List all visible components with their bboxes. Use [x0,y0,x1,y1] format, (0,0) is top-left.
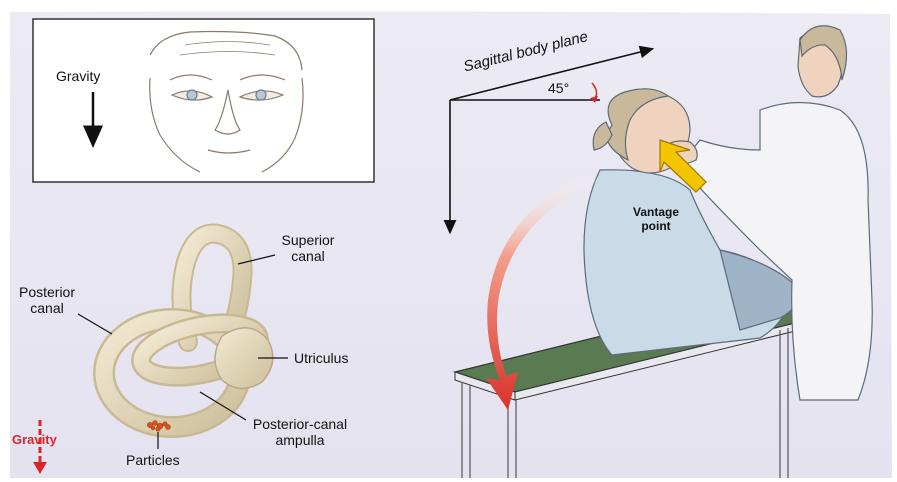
posterior-canal-label-line2: canal [14,300,80,316]
face-panel [33,19,374,182]
vantage-label-line2: point [624,219,688,233]
superior-canal-label: Superior canal [276,232,340,264]
superior-canal-label-line1: Superior [276,232,340,248]
posterior-canal-label-line1: Posterior [14,284,80,300]
posterior-canal-label: Posterior canal [14,284,80,316]
ampulla-label-line2: ampulla [240,432,360,448]
superior-canal-label-line2: canal [276,248,340,264]
labyrinth-gravity-label: Gravity [12,432,57,448]
ampulla-label-line1: Posterior-canal [240,416,360,432]
face-gravity-label: Gravity [56,68,100,84]
particles-label: Particles [126,452,180,468]
utriculus-label: Utriculus [294,350,348,366]
vantage-label-line1: Vantage [624,205,688,219]
angle-label: 45° [548,80,569,96]
vantage-point-label: Vantage point [624,205,688,233]
ampulla-label: Posterior-canal ampulla [240,416,360,448]
